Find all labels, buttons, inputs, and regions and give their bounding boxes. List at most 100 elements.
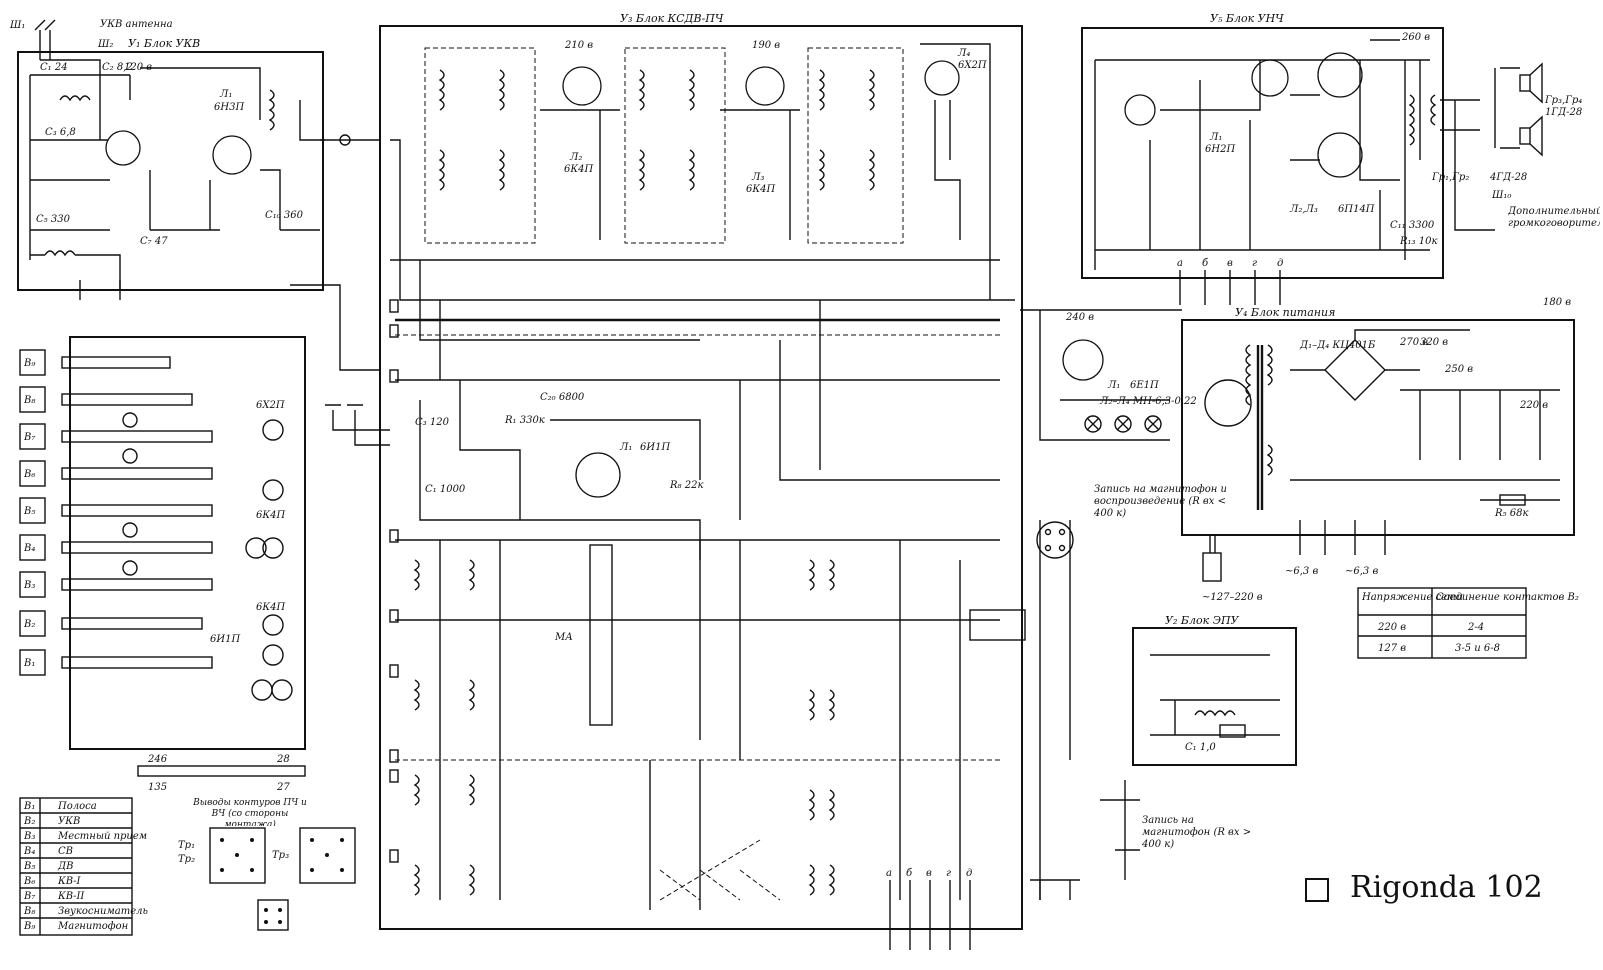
brand-title: Rigonda 102: [1350, 870, 1543, 905]
block-unch: [1081, 27, 1444, 279]
pv-v3: ~6,3 в: [1345, 566, 1378, 577]
switch-code: В₉: [23, 921, 35, 932]
mains-r2c2: 3-5 и 6-8: [1455, 643, 1500, 654]
bus-letter-unch: б: [1202, 258, 1209, 269]
record-note-2: Запись на магнитофон (R вх > 400 к): [1142, 815, 1252, 850]
switch-function: Полоса: [57, 801, 97, 812]
pinout-tr2: Тр₂: [178, 854, 195, 865]
bus-letter: д: [966, 868, 972, 879]
switch-function: КВ-I: [57, 876, 81, 887]
tube-l3-type: 6К4П: [746, 184, 775, 195]
switch-function: Местный прием: [57, 831, 147, 842]
switch-code: В₁: [23, 801, 35, 812]
tube-l1-type: 6Н3П: [214, 102, 244, 113]
tube-l3-name: Л₃: [751, 172, 764, 183]
panel-tube-2: 6К4П: [256, 510, 285, 521]
ferrite-antenna: [589, 544, 613, 726]
panel-b6: В₆: [23, 469, 35, 480]
panel-b3: В₃: [23, 580, 35, 591]
ma-label: МА: [554, 632, 573, 643]
if-tr2: [624, 47, 726, 244]
c24-label: С₁ 24: [40, 62, 68, 73]
r22k-label: R₈ 22к: [669, 480, 703, 491]
contact-strip: [137, 765, 306, 777]
v210-label: 210 в: [564, 40, 593, 51]
spk-bottom-type: 4ГД-28: [1489, 172, 1527, 183]
bus-letter-unch: в: [1227, 258, 1233, 269]
tr3-pinout: [299, 827, 356, 884]
pinout-dots: [220, 838, 344, 924]
v240-label: 240 в: [1065, 312, 1094, 323]
sh2-label: Ш₂: [97, 39, 113, 50]
strip-d: 27: [276, 782, 290, 793]
publisher-logo-icon: [1305, 878, 1329, 902]
tube-l1k-name: Л₁: [619, 442, 632, 453]
if-tr1: [424, 47, 536, 244]
pilot-lamps: [1084, 415, 1162, 433]
tube-l4-name: Л₄: [957, 48, 970, 59]
panel-tube-4: 6И1П: [210, 634, 240, 645]
outputs-caption: Выводы контуров ПЧ и ВЧ (со стороны монт…: [193, 798, 307, 826]
v120-label: 120 в: [124, 62, 152, 73]
tube-l1a: [105, 130, 141, 166]
c6800-label: С₂₀ 6800: [540, 392, 585, 403]
title-ksdv: У₃ Блок КСДВ-ПЧ: [620, 12, 724, 25]
tr12-pinout: [209, 827, 266, 884]
din-socket-sh4: [1036, 521, 1074, 559]
strip-a: 246: [147, 754, 168, 765]
title-power: У₄ Блок питания: [1235, 306, 1335, 319]
tube-l4: [924, 60, 960, 96]
strip-b: 28: [276, 754, 290, 765]
bus-letter-unch: д: [1277, 258, 1283, 269]
bus-letter: а: [886, 868, 892, 879]
bus-letter: б: [906, 868, 913, 879]
c360-label: С₁₀ 360: [265, 210, 304, 221]
tube-unch-input: [1124, 94, 1156, 126]
pinout-tr1: Тр₁: [178, 840, 195, 851]
tube-l1k-type: 6И1П: [640, 442, 670, 453]
c82-label: С₂ 8,2: [102, 62, 133, 73]
voltage-selector: [1204, 379, 1252, 427]
switch-panel: [69, 336, 306, 750]
switch-function: Звукосниматель: [58, 906, 148, 917]
r68k-label: R₅ 68к: [1494, 508, 1528, 519]
b-markers: [389, 299, 399, 863]
v220-label: 220 в: [1519, 400, 1548, 411]
mains-r1c1: 220 в: [1377, 622, 1406, 633]
tube-l3: [745, 66, 785, 106]
tube-unch-l1-name: Л₁: [1209, 132, 1222, 143]
switch-function: УКВ: [58, 816, 80, 827]
switch-table: [19, 797, 133, 936]
c5-label: С₁ 1,0: [1185, 742, 1216, 753]
title-unch: У₅ Блок УНЧ: [1210, 12, 1284, 25]
panel-tube-1: 6Х2П: [256, 400, 285, 411]
c120-label: С₃ 120: [415, 417, 450, 428]
switch-function: СВ: [58, 846, 73, 857]
block-ksdv: [379, 25, 1023, 930]
c330-label: С₅ 330: [36, 214, 71, 225]
panel-b5: В₅: [23, 506, 35, 517]
rectifier-label: Д₁–Д₄ КЦ401Б: [1299, 340, 1376, 351]
spk-top-type: 1ГД-28: [1545, 107, 1582, 118]
bus-letter-unch: г: [1252, 258, 1257, 269]
panel-b1: В₁: [23, 658, 35, 669]
switch-function: Магнитофон: [57, 921, 128, 932]
tube-l1b: [212, 135, 252, 175]
bus-letter-unch: а: [1177, 258, 1183, 269]
c68-label: С₃ 6,8: [45, 127, 76, 138]
panel-b9: В₉: [23, 358, 35, 369]
c3300-label: С₁₁ 3300: [1390, 220, 1435, 231]
tube-unch-l3: [1317, 132, 1363, 178]
panel-b7: В₇: [23, 432, 35, 443]
bus-letter: г: [946, 868, 951, 879]
tube-l2-type: 6К4П: [564, 164, 593, 175]
v320-label: 320 в: [1420, 337, 1448, 348]
mains-h2: Соединение контактов В₂: [1436, 592, 1579, 603]
tube-l1-name: Л₁: [219, 89, 232, 100]
switch-code: В₆: [23, 876, 35, 887]
switch-function: ДВ: [57, 861, 73, 872]
block-epu: [1132, 627, 1297, 766]
switch-code: В₇: [23, 891, 35, 902]
